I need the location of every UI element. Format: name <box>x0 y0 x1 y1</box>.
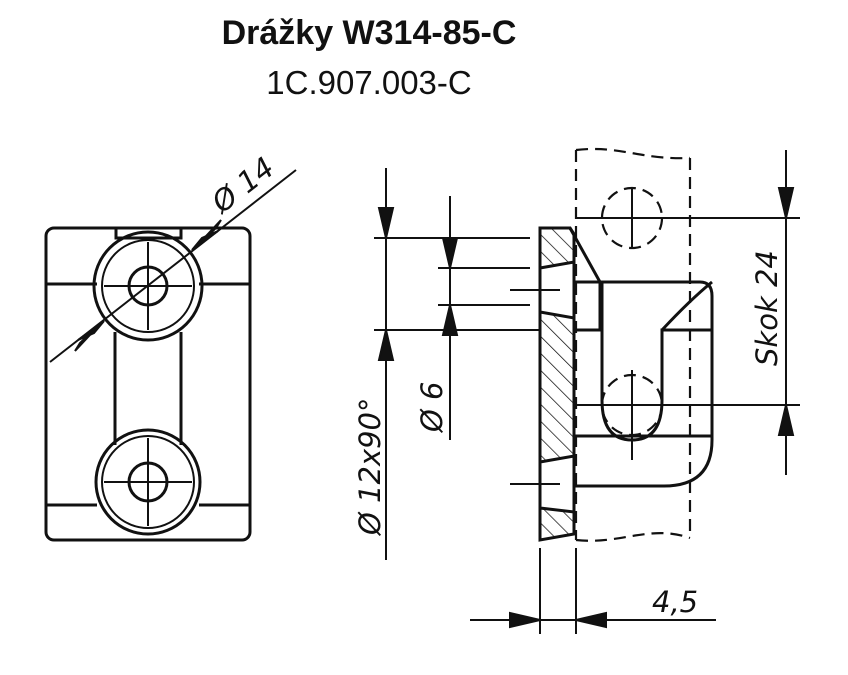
bottom-hole-outer <box>94 428 202 536</box>
plate-outline <box>44 226 252 542</box>
top-boss <box>114 228 183 240</box>
top-hole-outer <box>92 230 204 342</box>
drawing-title: Drážky W314-85-C <box>221 14 517 52</box>
bore-label: Ø 6 <box>415 382 449 434</box>
drawing-subtitle: 1C.907.003-C <box>266 64 472 101</box>
thickness-dimension <box>470 548 716 634</box>
thickness-label: 4,5 <box>652 585 698 619</box>
countersink-label: Ø 12x90° <box>353 397 387 536</box>
bottom-hole-cskink <box>101 435 195 529</box>
diameter-14-label: Ø 14 <box>205 150 281 220</box>
pitch-label: Skok 24 <box>750 250 784 366</box>
pitch-dimension <box>777 150 795 475</box>
bore-dimension <box>438 196 530 440</box>
diameter-14-dimension <box>49 169 297 363</box>
plate-section <box>538 226 602 542</box>
hook-body <box>574 280 714 488</box>
countersink-dimension <box>374 168 540 560</box>
top-hole-cskink <box>101 239 195 333</box>
